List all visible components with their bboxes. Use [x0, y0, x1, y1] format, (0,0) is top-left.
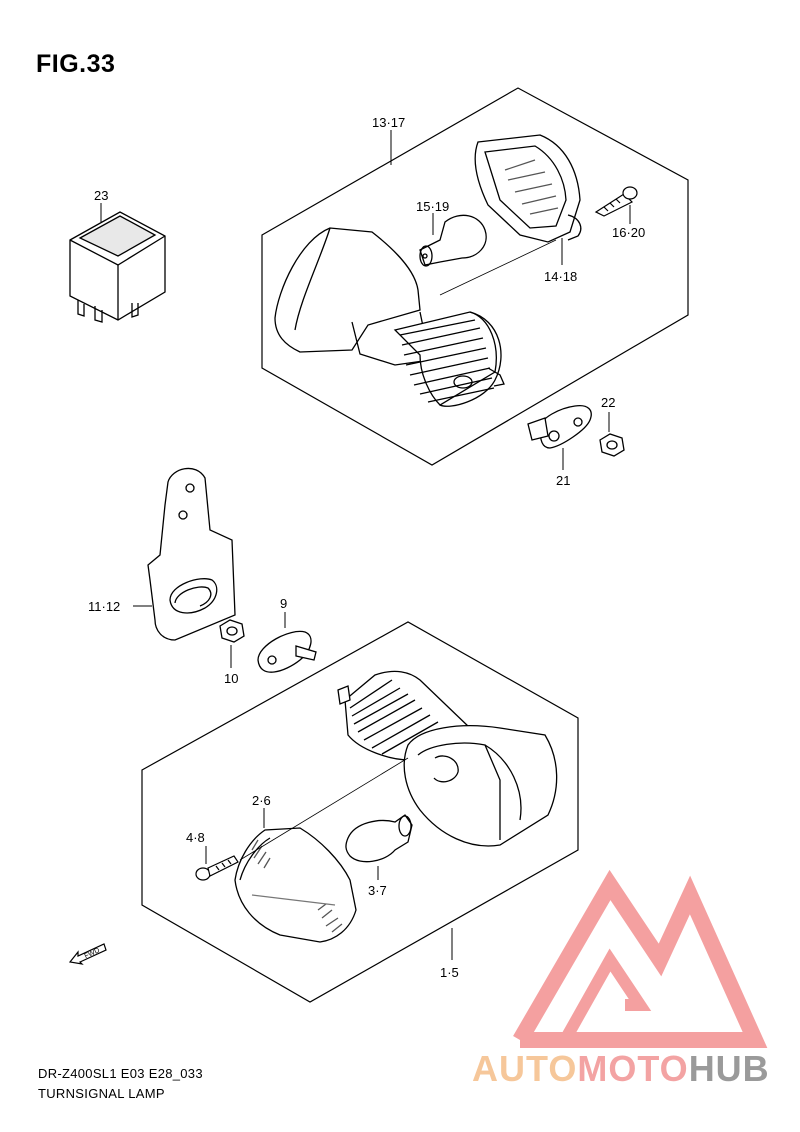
upper-assembly-outline	[261, 87, 689, 466]
plate-21-icon	[527, 404, 592, 449]
label-11-12: 11·12	[88, 599, 121, 614]
bracket-11-12-icon	[147, 467, 236, 641]
watermark-part1: AUTO	[472, 1048, 578, 1089]
footer-name: TURNSIGNAL LAMP	[38, 1086, 165, 1101]
label-3-7: 3·7	[368, 883, 387, 898]
label-23: 23	[94, 188, 109, 203]
label-16-20: 16·20	[612, 225, 646, 240]
plate-9-icon	[257, 630, 317, 673]
fwd-label: FWD	[84, 947, 101, 960]
dash-line-2	[239, 757, 409, 861]
bulb-15-19-icon	[419, 214, 487, 267]
label-1-5: 1·5	[440, 965, 459, 980]
label-9: 9	[280, 596, 288, 611]
label-4-8: 4·8	[186, 830, 205, 845]
watermark-logo: AUTOMOTOHUB	[472, 1048, 770, 1090]
label-13-17: 13·17	[372, 115, 406, 130]
lower-assembly-outline	[141, 621, 579, 1003]
relay-23-icon	[69, 211, 166, 323]
label-10: 10	[224, 671, 239, 686]
upper-lamp-housing-icon	[274, 227, 505, 407]
watermark-triangle-icon	[513, 869, 768, 1048]
figure-title: FIG.33	[36, 50, 116, 78]
dash-line-1	[439, 239, 557, 296]
label-15-19: 15·19	[416, 199, 450, 214]
forward-arrow-icon: FWD	[68, 943, 107, 965]
label-22: 22	[601, 395, 616, 410]
label-2-6: 2·6	[252, 793, 271, 808]
watermark-part3: HUB	[688, 1048, 770, 1089]
footer-model: DR-Z400SL1 E03 E28_033	[38, 1066, 203, 1081]
label-21: 21	[556, 473, 571, 488]
upper-lens-icon	[474, 134, 582, 243]
bulb-3-7-icon	[345, 814, 413, 863]
screw-4-8-icon	[195, 855, 239, 881]
lower-lamp-housing-icon	[337, 670, 558, 847]
watermark-part2: MOTO	[577, 1048, 689, 1089]
screw-16-20-icon	[594, 186, 638, 217]
lower-lens-icon	[234, 827, 357, 943]
nut-10-icon	[219, 619, 245, 643]
nut-22-icon	[599, 433, 625, 457]
label-14-18: 14·18	[544, 269, 578, 284]
